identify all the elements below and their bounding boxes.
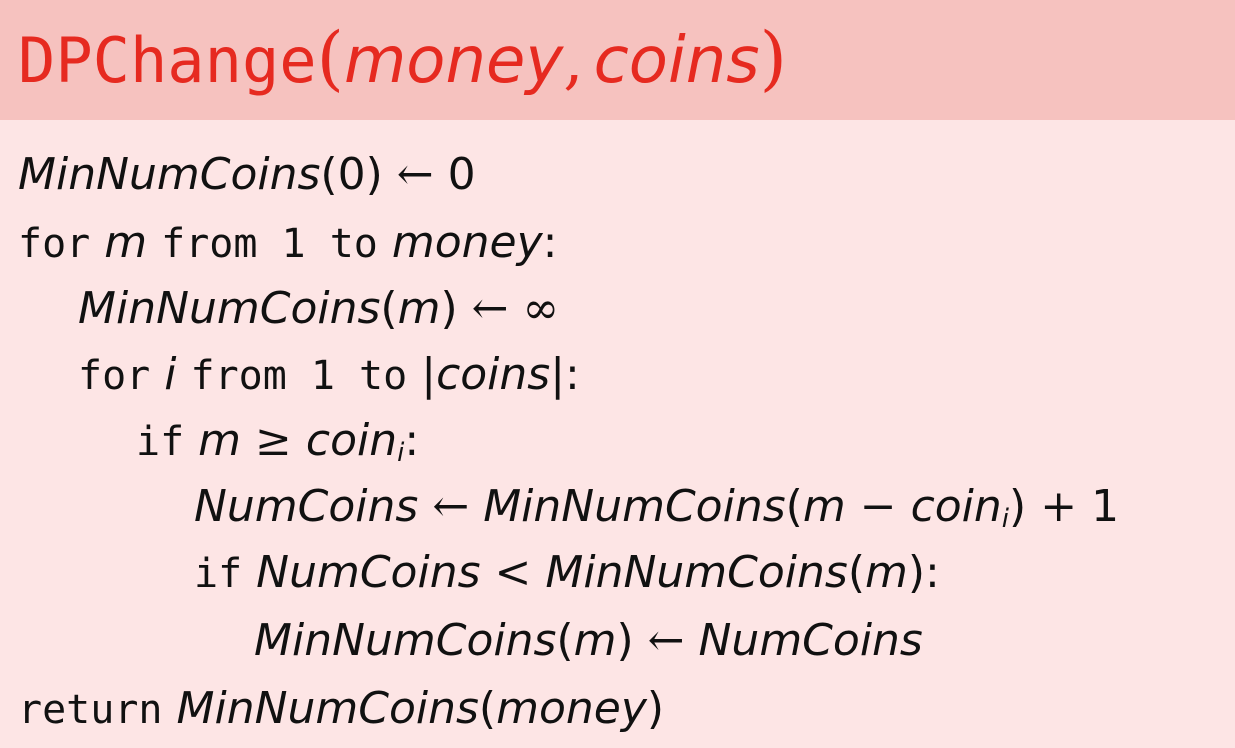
title-arg-money: money bbox=[343, 24, 564, 98]
keyword-from-to: from 1 to bbox=[161, 221, 378, 267]
abs-bar-open: | bbox=[421, 349, 437, 400]
paren-close: ) bbox=[907, 547, 926, 598]
var-minnumcoins: MinNumCoins bbox=[483, 481, 786, 532]
var-m: m bbox=[198, 415, 242, 466]
code-line-9: return MinNumCoins(money) bbox=[18, 676, 664, 742]
var-minnumcoins: MinNumCoins bbox=[78, 283, 381, 334]
colon: : bbox=[565, 349, 580, 400]
title-bar: DPChange(money,coins) bbox=[0, 0, 1235, 120]
keyword-return: return bbox=[18, 687, 163, 733]
var-numcoins: NumCoins bbox=[194, 481, 419, 532]
colon: : bbox=[542, 217, 558, 268]
assign-arrow: ← bbox=[647, 615, 685, 666]
title-close-paren: ) bbox=[759, 17, 787, 99]
title-comma: , bbox=[563, 24, 584, 98]
value-one: 1 bbox=[1091, 481, 1120, 532]
var-coin: coin bbox=[305, 415, 398, 466]
var-m: m bbox=[573, 615, 617, 666]
var-money: money bbox=[496, 683, 647, 734]
var-minnumcoins: MinNumCoins bbox=[176, 683, 479, 734]
paren-open: ( bbox=[785, 481, 803, 532]
paren-close: ) bbox=[1009, 481, 1027, 532]
var-m: m bbox=[802, 481, 846, 532]
subscript-i: i bbox=[1001, 504, 1010, 534]
var-numcoins: NumCoins bbox=[698, 615, 923, 666]
title-function-name: DPChange bbox=[18, 24, 317, 97]
var-money: money bbox=[391, 217, 543, 268]
var-i: i bbox=[164, 349, 177, 400]
var-m: m bbox=[864, 547, 908, 598]
arg-zero: (0) bbox=[320, 149, 383, 200]
var-numcoins: NumCoins bbox=[256, 547, 481, 598]
code-line-1: MinNumCoins(0) ← 0 bbox=[18, 142, 476, 208]
paren-open: ( bbox=[556, 615, 574, 666]
minus-operator: − bbox=[859, 481, 897, 532]
var-coin: coin bbox=[910, 481, 1002, 532]
paren-open: ( bbox=[847, 547, 865, 598]
paren-close: ) bbox=[646, 683, 665, 734]
keyword-from-to: from 1 to bbox=[190, 353, 408, 399]
keyword-for: for bbox=[18, 221, 91, 267]
plus-operator: + bbox=[1040, 481, 1078, 532]
code-line-6: NumCoins ← MinNumCoins(m−coini) +1 bbox=[194, 474, 1119, 540]
code-line-7: if NumCoins < MinNumCoins(m): bbox=[194, 540, 940, 606]
less-than-operator: < bbox=[494, 547, 532, 598]
assign-arrow: ← bbox=[471, 283, 509, 334]
code-line-8: MinNumCoins(m) ← NumCoins bbox=[254, 608, 923, 674]
paren-open: ( bbox=[380, 283, 398, 334]
colon: : bbox=[925, 547, 940, 598]
infinity-symbol: ∞ bbox=[522, 283, 560, 334]
paren-close: ) bbox=[440, 283, 458, 334]
var-minnumcoins: MinNumCoins bbox=[18, 149, 321, 200]
var-minnumcoins: MinNumCoins bbox=[545, 547, 848, 598]
title-arg-coins: coins bbox=[593, 24, 760, 98]
var-m: m bbox=[104, 217, 148, 268]
colon: : bbox=[404, 415, 420, 466]
abs-bar-close: | bbox=[550, 349, 566, 400]
paren-open: ( bbox=[478, 683, 497, 734]
assign-arrow: ← bbox=[432, 481, 470, 532]
var-m: m bbox=[397, 283, 441, 334]
keyword-if: if bbox=[136, 419, 185, 465]
var-minnumcoins: MinNumCoins bbox=[254, 615, 557, 666]
geq-operator: ≥ bbox=[255, 415, 292, 466]
keyword-if: if bbox=[194, 551, 243, 597]
assign-arrow: ← bbox=[396, 149, 434, 200]
keyword-for: for bbox=[78, 353, 151, 399]
code-line-3: MinNumCoins(m) ← ∞ bbox=[78, 276, 559, 342]
var-coins: coins bbox=[436, 349, 551, 400]
slide-title: DPChange(money,coins) bbox=[18, 16, 787, 103]
title-open-paren: ( bbox=[316, 17, 344, 99]
paren-close: ) bbox=[616, 615, 634, 666]
value-zero: 0 bbox=[447, 149, 476, 200]
subscript-i: i bbox=[397, 438, 405, 468]
